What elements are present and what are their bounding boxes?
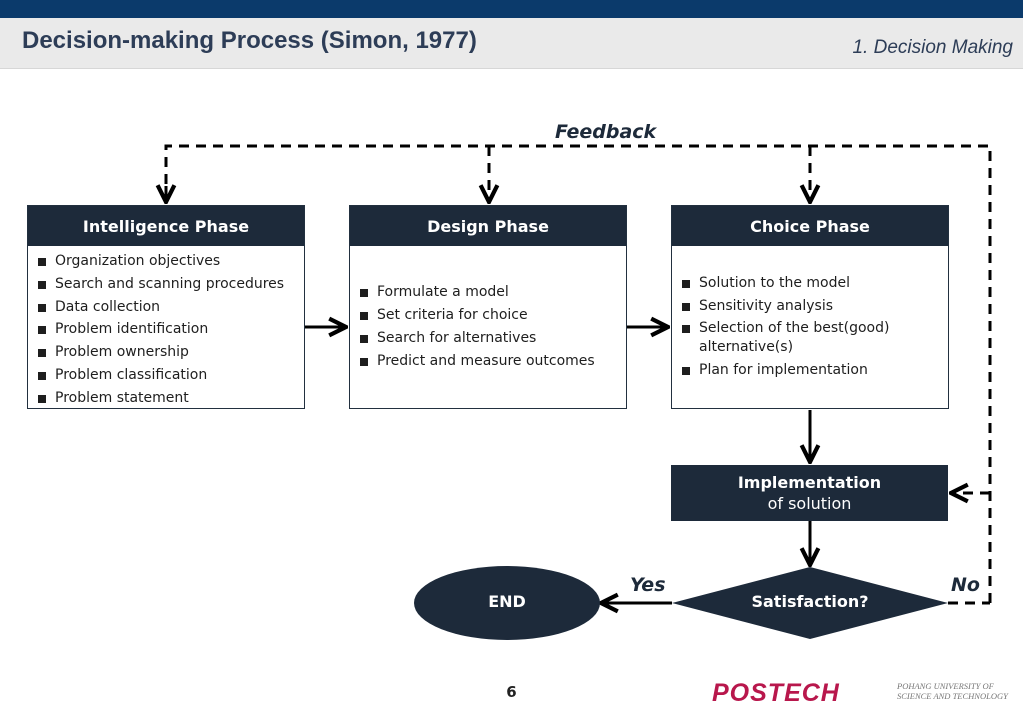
intelligence-phase-title: Intelligence Phase bbox=[28, 206, 304, 246]
implementation-title: Implementation bbox=[737, 473, 882, 492]
list-item: Sensitivity analysis bbox=[682, 295, 940, 318]
list-item: Problem identification bbox=[38, 318, 296, 341]
list-item: Formulate a model bbox=[360, 281, 618, 304]
logo-subtitle-line1: POHANG UNIVERSITY OF bbox=[897, 681, 994, 691]
decision-diamond bbox=[672, 567, 948, 639]
list-item: Organization objectives bbox=[38, 250, 296, 273]
list-item: Search and scanning procedures bbox=[38, 273, 296, 296]
implementation-box: Implementation of solution bbox=[671, 465, 948, 521]
logo-subtitle-line2: SCIENCE AND TECHNOLOGY bbox=[897, 691, 1008, 701]
list-item: Problem classification bbox=[38, 364, 296, 387]
choice-phase-title: Choice Phase bbox=[672, 206, 948, 246]
page-number: 6 bbox=[506, 683, 517, 701]
design-phase-box: Design Phase Formulate a model Set crite… bbox=[349, 205, 627, 409]
intelligence-phase-list: Organization objectives Search and scann… bbox=[38, 250, 296, 410]
list-item: Plan for implementation bbox=[682, 359, 940, 382]
logo-subtitle: POHANG UNIVERSITY OF SCIENCE AND TECHNOL… bbox=[897, 681, 1008, 701]
choice-phase-box: Choice Phase Solution to the model Sensi… bbox=[671, 205, 949, 409]
postech-logo: POSTECH bbox=[712, 679, 840, 707]
yes-label: Yes bbox=[630, 574, 666, 596]
intelligence-phase-box: Intelligence Phase Organization objectiv… bbox=[27, 205, 305, 409]
design-phase-title: Design Phase bbox=[350, 206, 626, 246]
list-item: Problem statement bbox=[38, 387, 296, 410]
implementation-subtitle: of solution bbox=[767, 494, 852, 513]
no-label: No bbox=[951, 574, 980, 596]
list-item: Problem ownership bbox=[38, 341, 296, 364]
end-oval bbox=[414, 566, 600, 640]
list-item: Selection of the best(good) alternative(… bbox=[682, 319, 940, 357]
feedback-label: Feedback bbox=[555, 121, 657, 143]
choice-phase-list: Solution to the model Sensitivity analys… bbox=[682, 272, 940, 382]
feedback-loop-line bbox=[164, 144, 992, 603]
list-item: Search for alternatives bbox=[360, 327, 618, 350]
design-phase-list: Formulate a model Set criteria for choic… bbox=[360, 281, 618, 372]
list-item: Predict and measure outcomes bbox=[360, 350, 618, 373]
end-label: END bbox=[488, 592, 526, 611]
list-item: Set criteria for choice bbox=[360, 304, 618, 327]
decision-label: Satisfaction? bbox=[751, 592, 869, 611]
slide-title: Decision-making Process (Simon, 1977) bbox=[22, 27, 477, 54]
top-bar bbox=[0, 0, 1023, 18]
list-item: Data collection bbox=[38, 296, 296, 319]
slide-header bbox=[0, 18, 1023, 69]
section-label: 1. Decision Making bbox=[852, 37, 1013, 58]
list-item: Solution to the model bbox=[682, 272, 940, 295]
